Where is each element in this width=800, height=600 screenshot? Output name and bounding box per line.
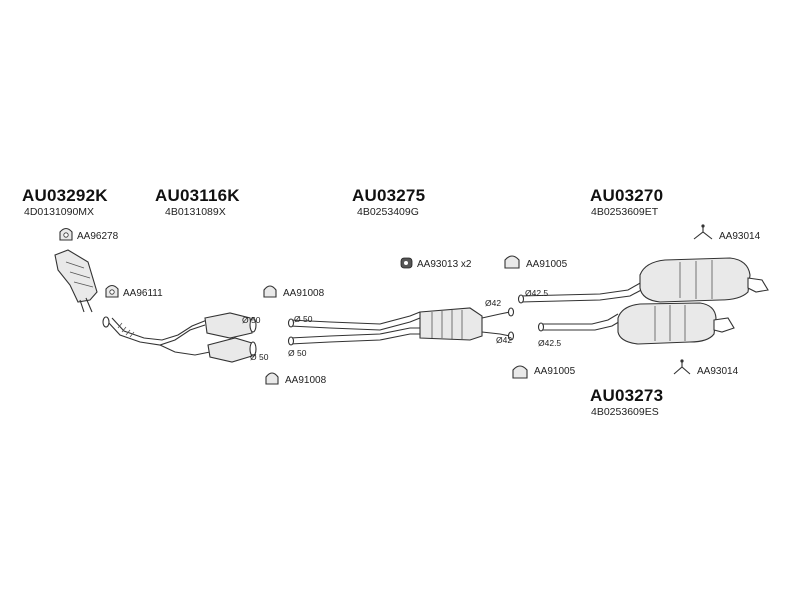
clamp-icon-aa91008-top [263, 285, 277, 298]
accessory-label-aa91005-bottom: AA91005 [534, 366, 576, 377]
oem-number-rear-silencer-upper: 4B0253609ET [591, 206, 659, 218]
gasket-icon-aa96278 [59, 227, 73, 241]
part-code-rear-silencer-lower: AU03273 [590, 386, 664, 405]
gasket-icon-aa96111 [105, 284, 119, 298]
hanger-bracket-icon-aa93014-bottom [673, 359, 691, 375]
front-catalytic-converter [54, 249, 98, 313]
oem-number-front-catalyst: 4D0131090MX [24, 206, 95, 218]
part-code-rear-silencer-upper: AU03270 [590, 186, 664, 205]
front-pipe-twin-catalysts [102, 312, 257, 363]
middle-silencer [287, 307, 515, 346]
accessory-label-aa96278: AA96278 [77, 231, 119, 242]
rear-silencer-lower [537, 302, 735, 345]
diameter-label: Ø 50 [288, 348, 307, 358]
diameter-label: Ø42 [496, 335, 513, 345]
part-code-front-catalyst: AU03292K [22, 186, 108, 205]
part-code-middle-silencer: AU03275 [352, 186, 426, 205]
diameter-label: Ø 50 [294, 314, 313, 324]
accessory-label-aa91008-bottom: AA91008 [285, 375, 327, 386]
oem-number-middle-silencer: 4B0253409G [357, 206, 419, 218]
rubber-hanger-icon-aa93013 [400, 257, 413, 269]
accessory-label-aa91005-top: AA91005 [526, 259, 568, 270]
accessory-label-aa93014-top: AA93014 [719, 231, 761, 242]
diameter-label: Ø 50 [250, 352, 269, 362]
diameter-label: Ø42.5 [525, 288, 549, 298]
accessory-label-aa93013: AA93013 x2 [417, 259, 472, 270]
accessory-label-aa96111: AA96111 [123, 288, 163, 299]
diameter-label: Ø42.5 [538, 338, 562, 348]
oem-number-twin-catalyst: 4B0131089X [165, 206, 226, 218]
part-code-twin-catalyst: AU03116K [155, 186, 240, 205]
oem-number-rear-silencer-lower: 4B0253609ES [591, 406, 659, 418]
accessory-label-aa93014-bottom: AA93014 [697, 366, 739, 377]
diameter-label: Ø42 [485, 298, 502, 308]
rear-silencer-upper [517, 257, 769, 304]
clamp-icon-aa91008-bottom [265, 372, 279, 385]
clamp-icon-aa91005-top [504, 255, 520, 269]
clamp-icon-aa91005-bottom [512, 365, 528, 379]
diameter-label: Ø 50 [242, 315, 261, 325]
hanger-bracket-icon-aa93014-top [693, 224, 713, 240]
accessory-label-aa91008-top: AA91008 [283, 288, 325, 299]
